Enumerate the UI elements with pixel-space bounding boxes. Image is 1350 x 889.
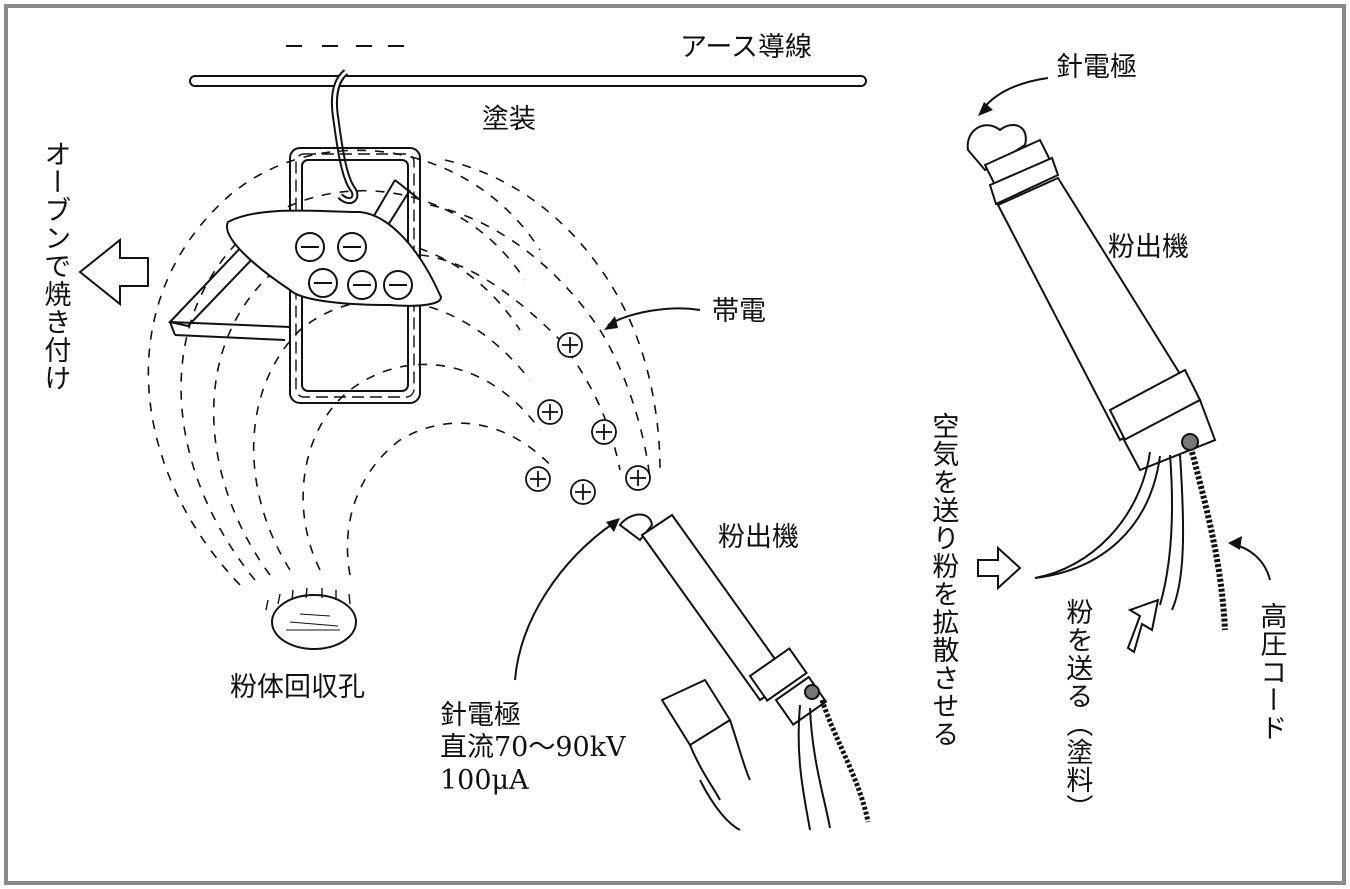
air-supply-label: 空気を送り粉を拡散させる [927,412,959,748]
positive-charges [525,332,651,505]
needle-left-pointer [514,521,616,681]
powder-arrow [1126,598,1160,654]
needle-right-label: 針電極 [1056,52,1137,83]
earth-wire-label: アース導線 [680,32,813,63]
electrode-spec-block: 針電極 直流70〜90kV 100μA [440,700,626,797]
recovery-hole-label: 粉体回収孔 [230,672,365,703]
spray-gun-right [966,124,1217,472]
hoses-left [797,699,871,831]
frame-border [4,4,1346,885]
charged-label: 帯電 [712,296,766,327]
oven-arrow [78,237,149,307]
current-label: 100μA [440,764,529,796]
hv-cord-label: 高圧コード [1255,602,1287,742]
needle-left-label: 針電極 [440,700,521,731]
gun-right-label: 粉出機 [1108,232,1189,263]
gun-left-label: 粉出機 [718,522,799,553]
bake-in-oven-label: オーブンで焼き付け [39,140,71,392]
air-arrow [977,545,1022,591]
spray-gun-left [618,513,828,831]
powder-feed-label: 粉を送る（塗料） [1061,598,1093,822]
dc-voltage-label: 直流70〜90kV [440,732,626,764]
hoses-right [1034,451,1228,631]
negative-charges [295,232,413,300]
earth-wire [189,45,867,87]
coating-label: 塗装 [482,104,536,135]
recovery-hole [265,587,357,650]
